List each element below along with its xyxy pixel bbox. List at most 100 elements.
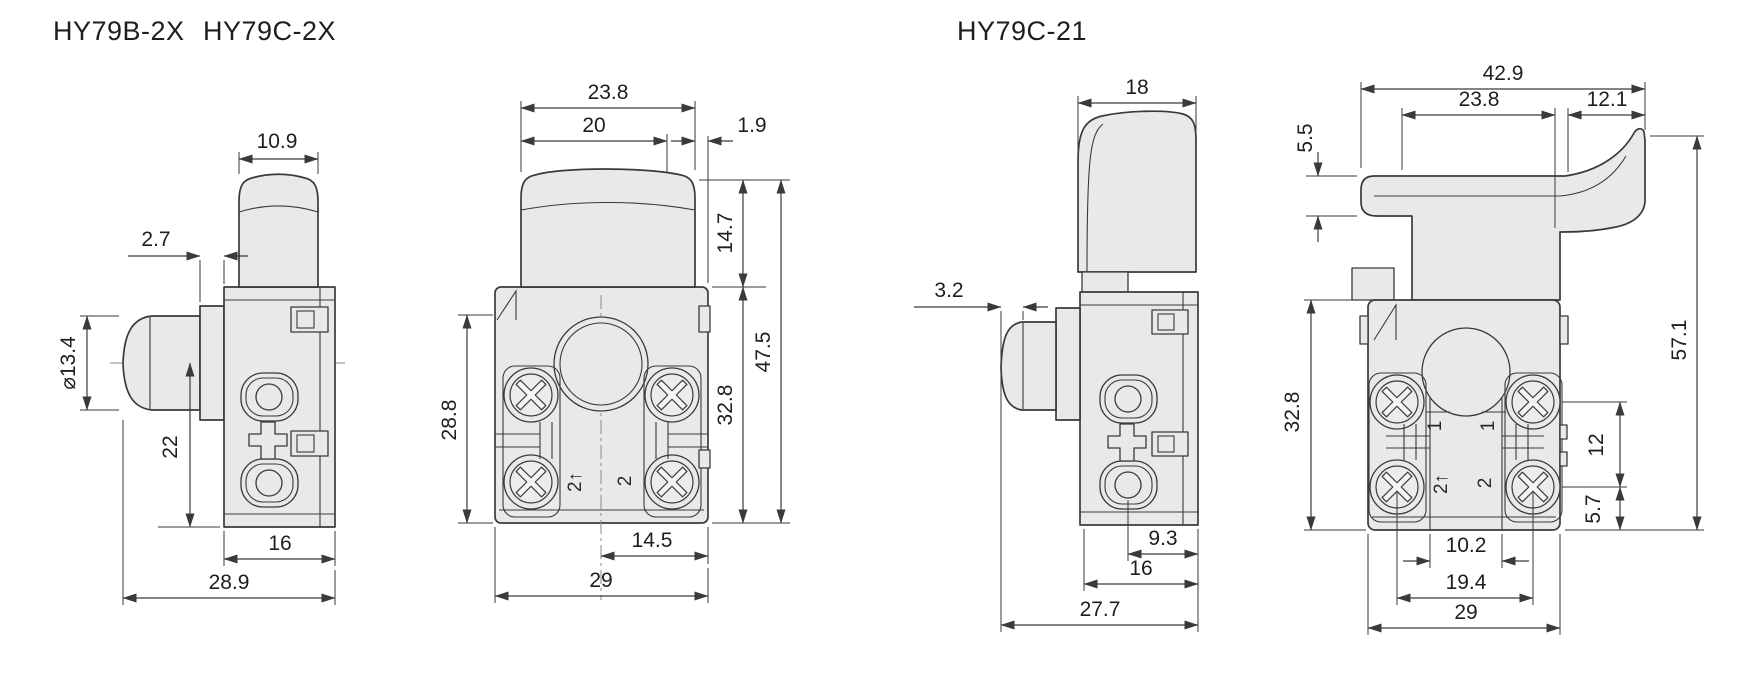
view3-dim-18: 18 (1077, 76, 1197, 155)
view4-dim-label-57-1: 57.1 (1668, 320, 1691, 361)
view1-side-view: 10.9 2.7 ⌀13.4 22 16 (57, 130, 345, 605)
view2-screw-top-left (503, 367, 559, 423)
view2-screw-bottom-right (644, 454, 700, 510)
view4-dim-32-8: 32.8 (1281, 299, 1366, 531)
view4-terminal-label-2-up: 2↑ (1431, 474, 1452, 494)
view3-connector-slot-bottom (1151, 431, 1189, 457)
view1-dim-16: 16 (223, 531, 336, 566)
view2-terminal-panel-left (502, 365, 561, 518)
view1-terminal-screw-bottom (240, 458, 299, 508)
view4-dim-label-10-2: 10.2 (1446, 534, 1487, 557)
view2-dim-1-9: 1.9 (671, 114, 767, 283)
title-model-hy79b-2x: HY79B-2X (53, 16, 185, 46)
view2-terminal-panel-right (643, 365, 702, 518)
view2-plunger-bore-outer (553, 316, 649, 412)
view1-dim-10-9: 10.9 (238, 130, 319, 174)
view2-screw-bottom-left (503, 454, 559, 510)
view4-screw-top-right (1505, 374, 1561, 430)
view2-dim-29: 29 (494, 527, 709, 603)
view4-dim-19-4: 19.4 (1396, 492, 1534, 605)
view1-dim-13-4: ⌀13.4 (57, 315, 119, 411)
view2-terminal-link-left (495, 422, 553, 459)
view4-terminal-label-2: 2 (1475, 478, 1496, 489)
view2-dim-label-28-8: 28.8 (438, 400, 461, 441)
view4-dim-12-1: 12.1 (1567, 88, 1646, 172)
view2-plunger-bore-inner (559, 322, 643, 406)
view1-plunger-shaft (122, 315, 201, 411)
view1-dim-2-7: 2.7 (128, 228, 248, 302)
view4-side-tab-right-small2 (1559, 451, 1568, 467)
view4-dim-23-8: 23.8 (1401, 88, 1556, 228)
view2-front-view: 2↑ 2 23.8 20 1.9 14.7 32.8 (438, 81, 790, 603)
view4-dim-42-9: 42.9 (1360, 62, 1646, 168)
view4-dim-5-7: 5.7 (1582, 486, 1625, 531)
view4-screw-top-left (1369, 374, 1425, 430)
view3-dim-label-3-2: 3.2 (934, 279, 963, 302)
view2-trigger-button (520, 168, 696, 288)
view2-dim-label-20: 20 (582, 114, 605, 137)
view2-dim-label-32-8: 32.8 (714, 385, 737, 426)
view3-dim-label-16: 16 (1129, 557, 1152, 580)
view4-hinge-tab (1351, 267, 1395, 301)
view1-dim-label-13-4: ⌀13.4 (57, 336, 80, 390)
view4-dim-label-12-1: 12.1 (1587, 88, 1628, 111)
view4-dim-label-32-8: 32.8 (1281, 392, 1304, 433)
view2-side-tab-upper (698, 305, 711, 333)
view2-dim-label-23-8: 23.8 (588, 81, 629, 104)
view4-side-tab-left (1359, 315, 1369, 345)
view1-terminal-screw-top (240, 372, 299, 422)
view4-dim-57-1: 57.1 (1565, 135, 1704, 531)
view3-dim-label-27-7: 27.7 (1080, 598, 1121, 621)
view4-front-view: 1 1 2↑ 2 42.9 23.8 12.1 5.5 (1281, 62, 1704, 635)
view3-dim-9-3: 9.3 (1127, 500, 1199, 561)
view2-dim-label-14-7: 14.7 (714, 213, 737, 254)
view4-trigger-lever (1360, 127, 1646, 301)
view4-dim-29: 29 (1367, 534, 1561, 635)
title-model-hy79c-2x: HY79C-2X (203, 16, 336, 46)
view3-trigger-button (1077, 110, 1197, 273)
view2-dim-label-47-5: 47.5 (752, 332, 775, 373)
view4-dim-label-5-5: 5.5 (1294, 123, 1317, 152)
view4-dim-label-19-4: 19.4 (1446, 571, 1487, 594)
view1-dim-22: 22 (158, 362, 220, 528)
view4-dim-5-5: 5.5 (1294, 123, 1357, 242)
view1-dim-label-10-9: 10.9 (257, 130, 298, 153)
view4-terminal-label-1-left: 1 (1425, 421, 1446, 432)
view4-terminal-label-1-right: 1 (1478, 421, 1499, 432)
view2-terminal-label-2: 2 (615, 476, 636, 487)
view1-button-seam (238, 205, 319, 213)
view3-dim-27-7: 27.7 (1000, 591, 1199, 632)
view4-side-tab-right (1559, 315, 1569, 345)
view4-dim-label-12: 12 (1585, 433, 1608, 456)
view4-dim-label-42-9: 42.9 (1483, 62, 1524, 85)
view2-dim-23-8: 23.8 (520, 81, 696, 172)
view4-terminal-link-left (1386, 424, 1430, 460)
view4-dim-label-29: 29 (1454, 601, 1477, 624)
view4-dim-10-2: 10.2 (1403, 534, 1529, 568)
view4-lever-seam (1374, 155, 1627, 197)
view4-terminal-link-right (1502, 424, 1544, 460)
view4-dim-12: 12 (1562, 401, 1627, 488)
view2-terminal-label-2-up: 2↑ (565, 472, 586, 492)
view2-dim-47-5: 47.5 (752, 179, 786, 524)
view3-dim-3-2: 3.2 (914, 279, 1048, 632)
view3-button-neck (1081, 271, 1129, 295)
view2-dim-20: 20 (520, 114, 668, 172)
view1-trigger-button (238, 173, 319, 288)
view3-dim-label-18: 18 (1125, 76, 1148, 99)
view2-body-notch (496, 289, 517, 321)
view4-side-tab-right-small1 (1559, 424, 1568, 440)
title-model-hy79c-21: HY79C-21 (957, 16, 1087, 46)
view2-terminal-link-right (655, 422, 708, 459)
view3-dim-label-9-3: 9.3 (1148, 527, 1177, 550)
view2-dim-28-8: 28.8 (438, 314, 493, 524)
view4-body-notch (1373, 303, 1397, 341)
view2-screw-top-right (644, 367, 700, 423)
view2-side-tab-lower (698, 449, 711, 469)
view1-plunger-flange (199, 305, 225, 421)
view1-dim-label-2-7: 2.7 (141, 228, 170, 251)
view3-terminal-screw-top (1099, 374, 1158, 424)
view3-plunger-shaft (1000, 321, 1057, 411)
view1-dim-label-22: 22 (159, 435, 182, 458)
